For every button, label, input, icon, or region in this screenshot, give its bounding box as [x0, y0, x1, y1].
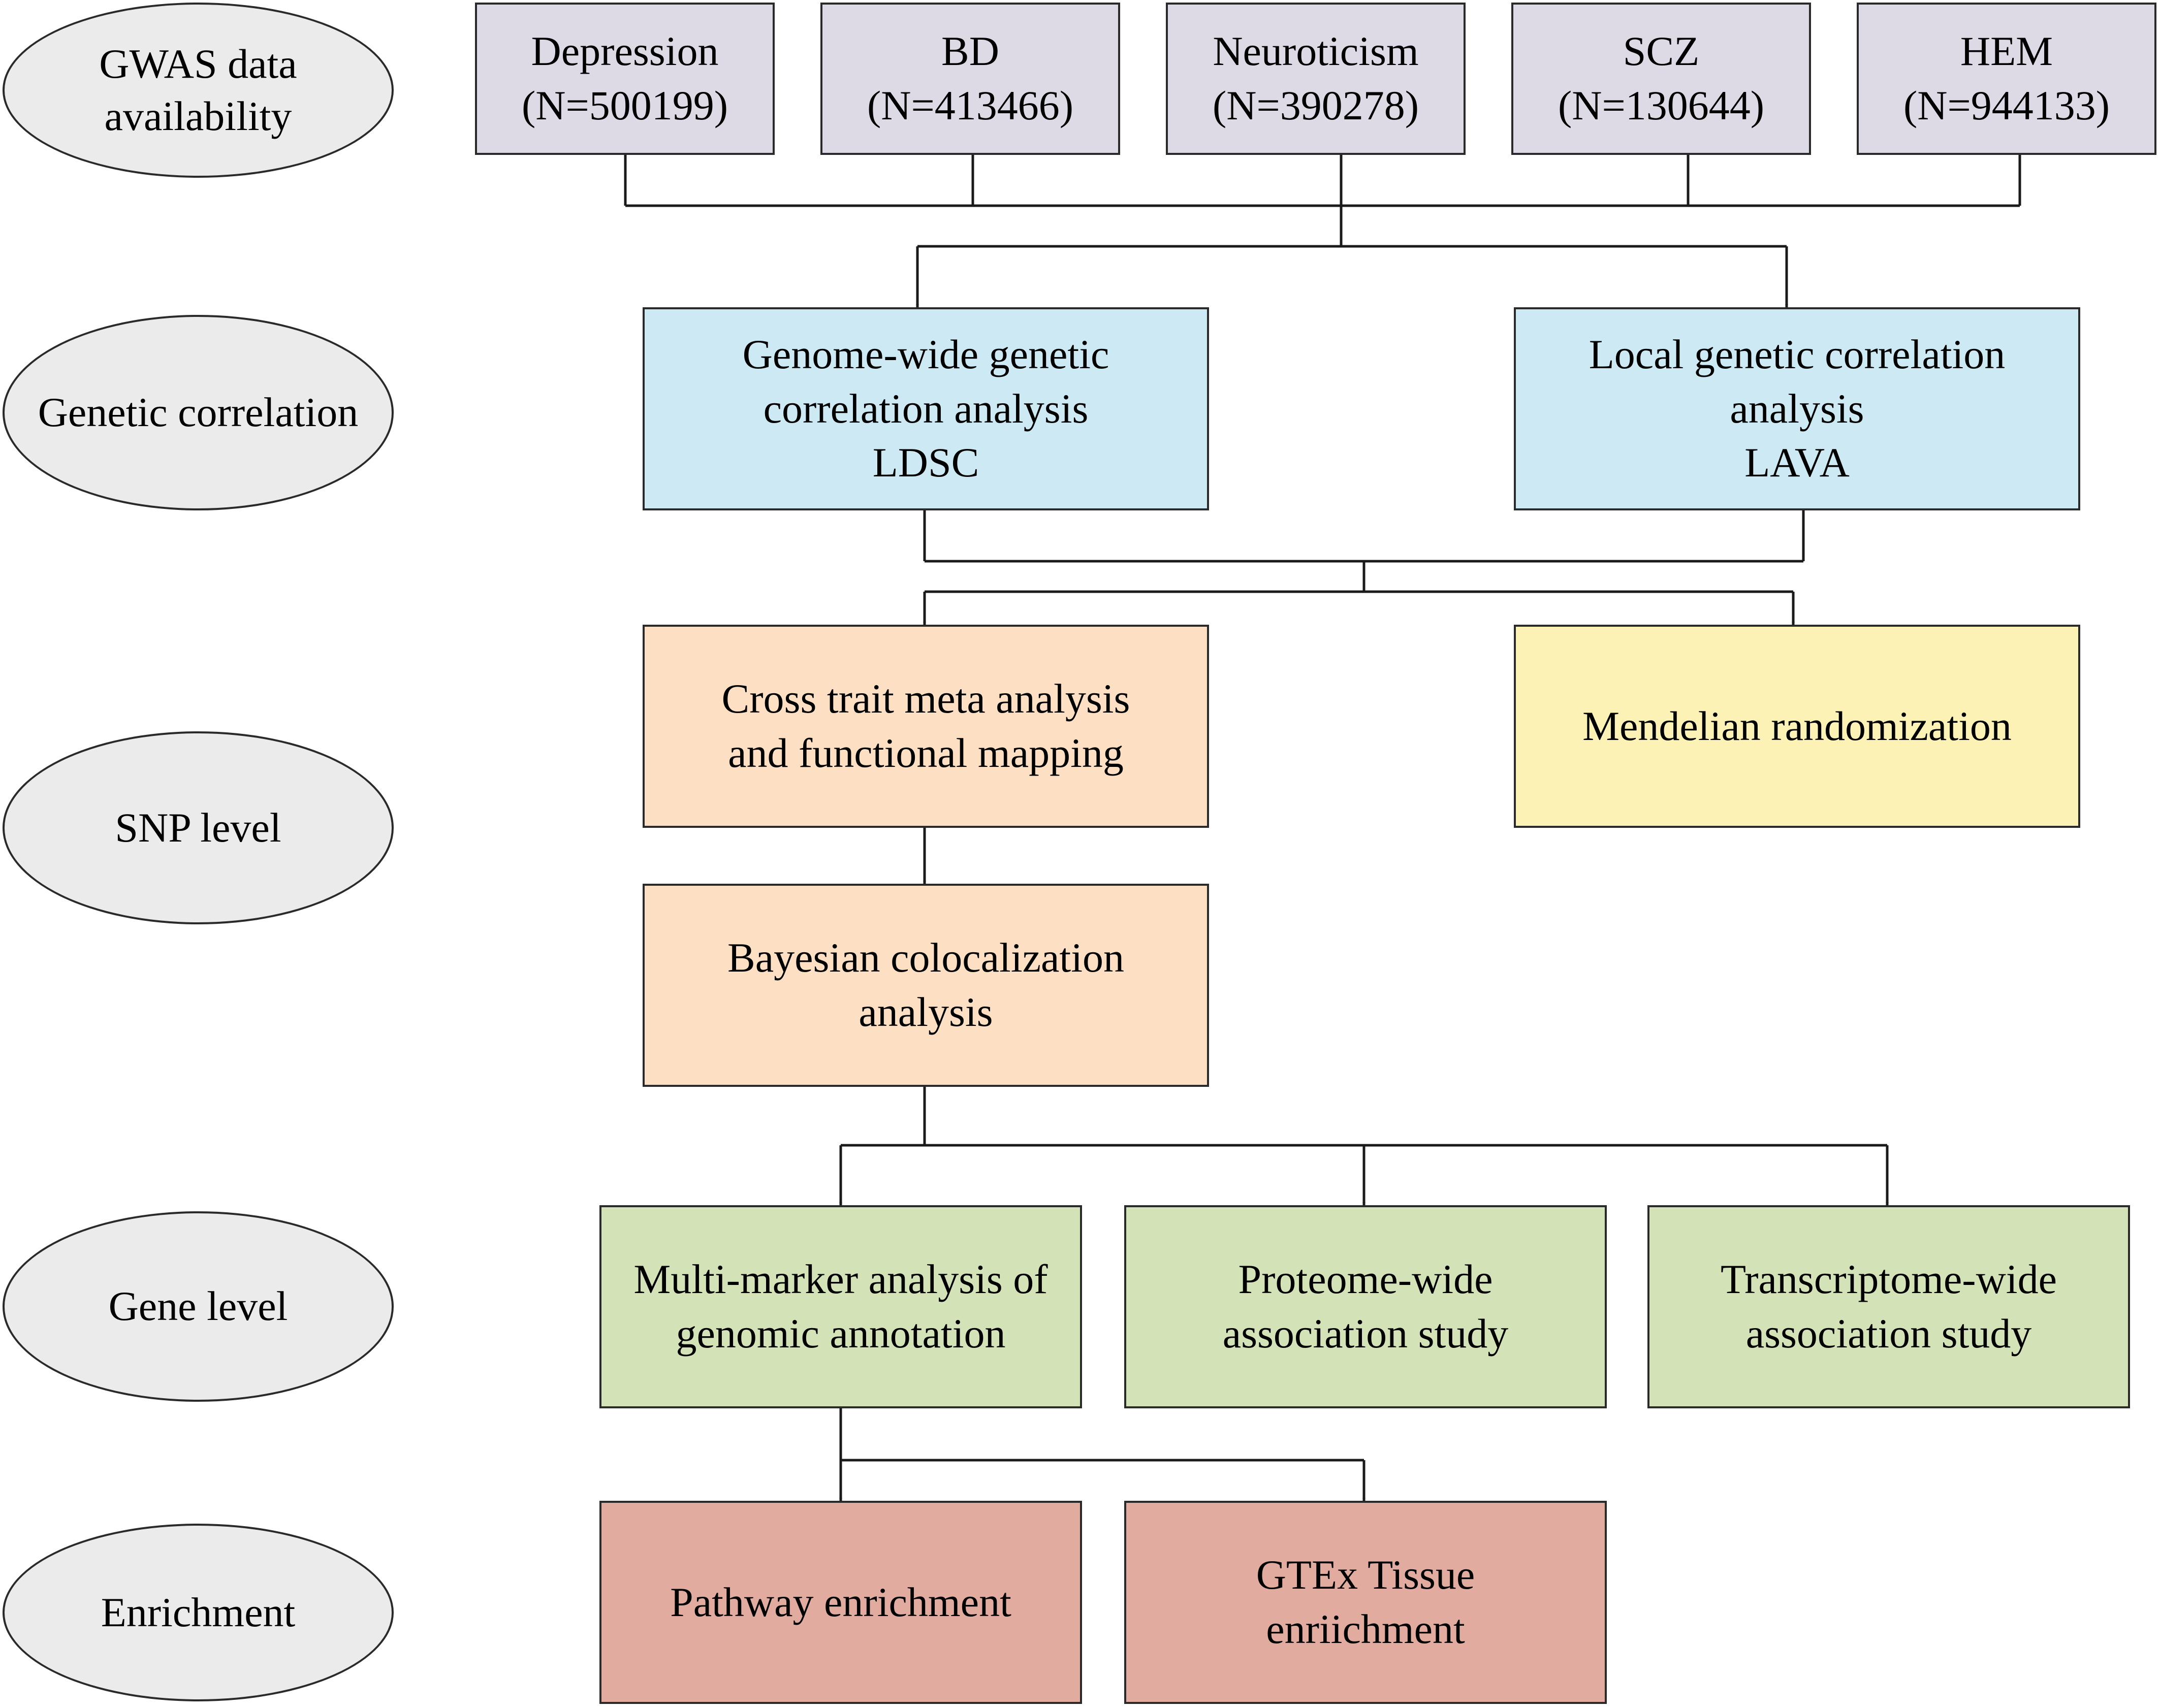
gwas-depression-label: Depression (N=500199) [521, 28, 728, 128]
pathway-enrichment-box: Pathway enrichment [599, 1501, 1082, 1704]
twas-label: Transcriptome-wide association study [1721, 1256, 2057, 1357]
mendelian-randomization-box: Mendelian randomization [1514, 625, 2080, 828]
level-gwas: GWAS data availability [3, 3, 394, 178]
gtex-enrichment-label: GTEx Tissue enriichment [1256, 1552, 1475, 1652]
meta-analysis-label: Cross trait meta analysis and functional… [721, 675, 1130, 776]
magma-box: Multi-marker analysis of genomic annotat… [599, 1205, 1082, 1408]
level-enrichment: Enrichment [3, 1524, 394, 1701]
pwas-label: Proteome-wide association study [1222, 1256, 1509, 1357]
gwas-neuroticism-label: Neuroticism (N=390278) [1212, 28, 1419, 128]
pwas-box: Proteome-wide association study [1124, 1205, 1607, 1408]
meta-analysis-box: Cross trait meta analysis and functional… [643, 625, 1209, 828]
gwas-neuroticism: Neuroticism (N=390278) [1166, 3, 1466, 155]
level-genetic-correlation-label: Genetic correlation [38, 389, 359, 436]
level-snp: SNP level [3, 731, 394, 924]
lava-label: Local genetic correlation analysis LAVA [1589, 331, 2006, 486]
gwas-scz: SCZ (N=130644) [1511, 3, 1811, 155]
level-snp-label: SNP level [115, 804, 281, 851]
gwas-hem-label: HEM (N=944133) [1903, 28, 2110, 128]
level-enrichment-label: Enrichment [101, 1589, 296, 1635]
pathway-enrichment-label: Pathway enrichment [670, 1578, 1011, 1625]
gwas-hem: HEM (N=944133) [1857, 3, 2156, 155]
gwas-bd-label: BD (N=413466) [867, 28, 1074, 128]
ldsc-box: Genome-wide genetic correlation analysis… [643, 307, 1209, 510]
mendelian-randomization-label: Mendelian randomization [1582, 702, 2012, 749]
gtex-enrichment-box: GTEx Tissue enriichment [1124, 1501, 1607, 1704]
colocalization-box: Bayesian colocalization analysis [643, 884, 1209, 1087]
colocalization-label: Bayesian colocalization analysis [727, 934, 1124, 1035]
level-gene: Gene level [3, 1211, 394, 1402]
gwas-bd: BD (N=413466) [820, 3, 1120, 155]
level-gene-label: Gene level [108, 1283, 288, 1330]
gwas-depression: Depression (N=500199) [475, 3, 775, 155]
twas-box: Transcriptome-wide association study [1647, 1205, 2130, 1408]
magma-label: Multi-marker analysis of genomic annotat… [633, 1256, 1048, 1357]
lava-box: Local genetic correlation analysis LAVA [1514, 307, 2080, 510]
level-gwas-label: GWAS data availability [99, 41, 297, 139]
level-genetic-correlation: Genetic correlation [3, 315, 394, 510]
gwas-scz-label: SCZ (N=130644) [1558, 28, 1765, 128]
ldsc-label: Genome-wide genetic correlation analysis… [742, 331, 1109, 486]
